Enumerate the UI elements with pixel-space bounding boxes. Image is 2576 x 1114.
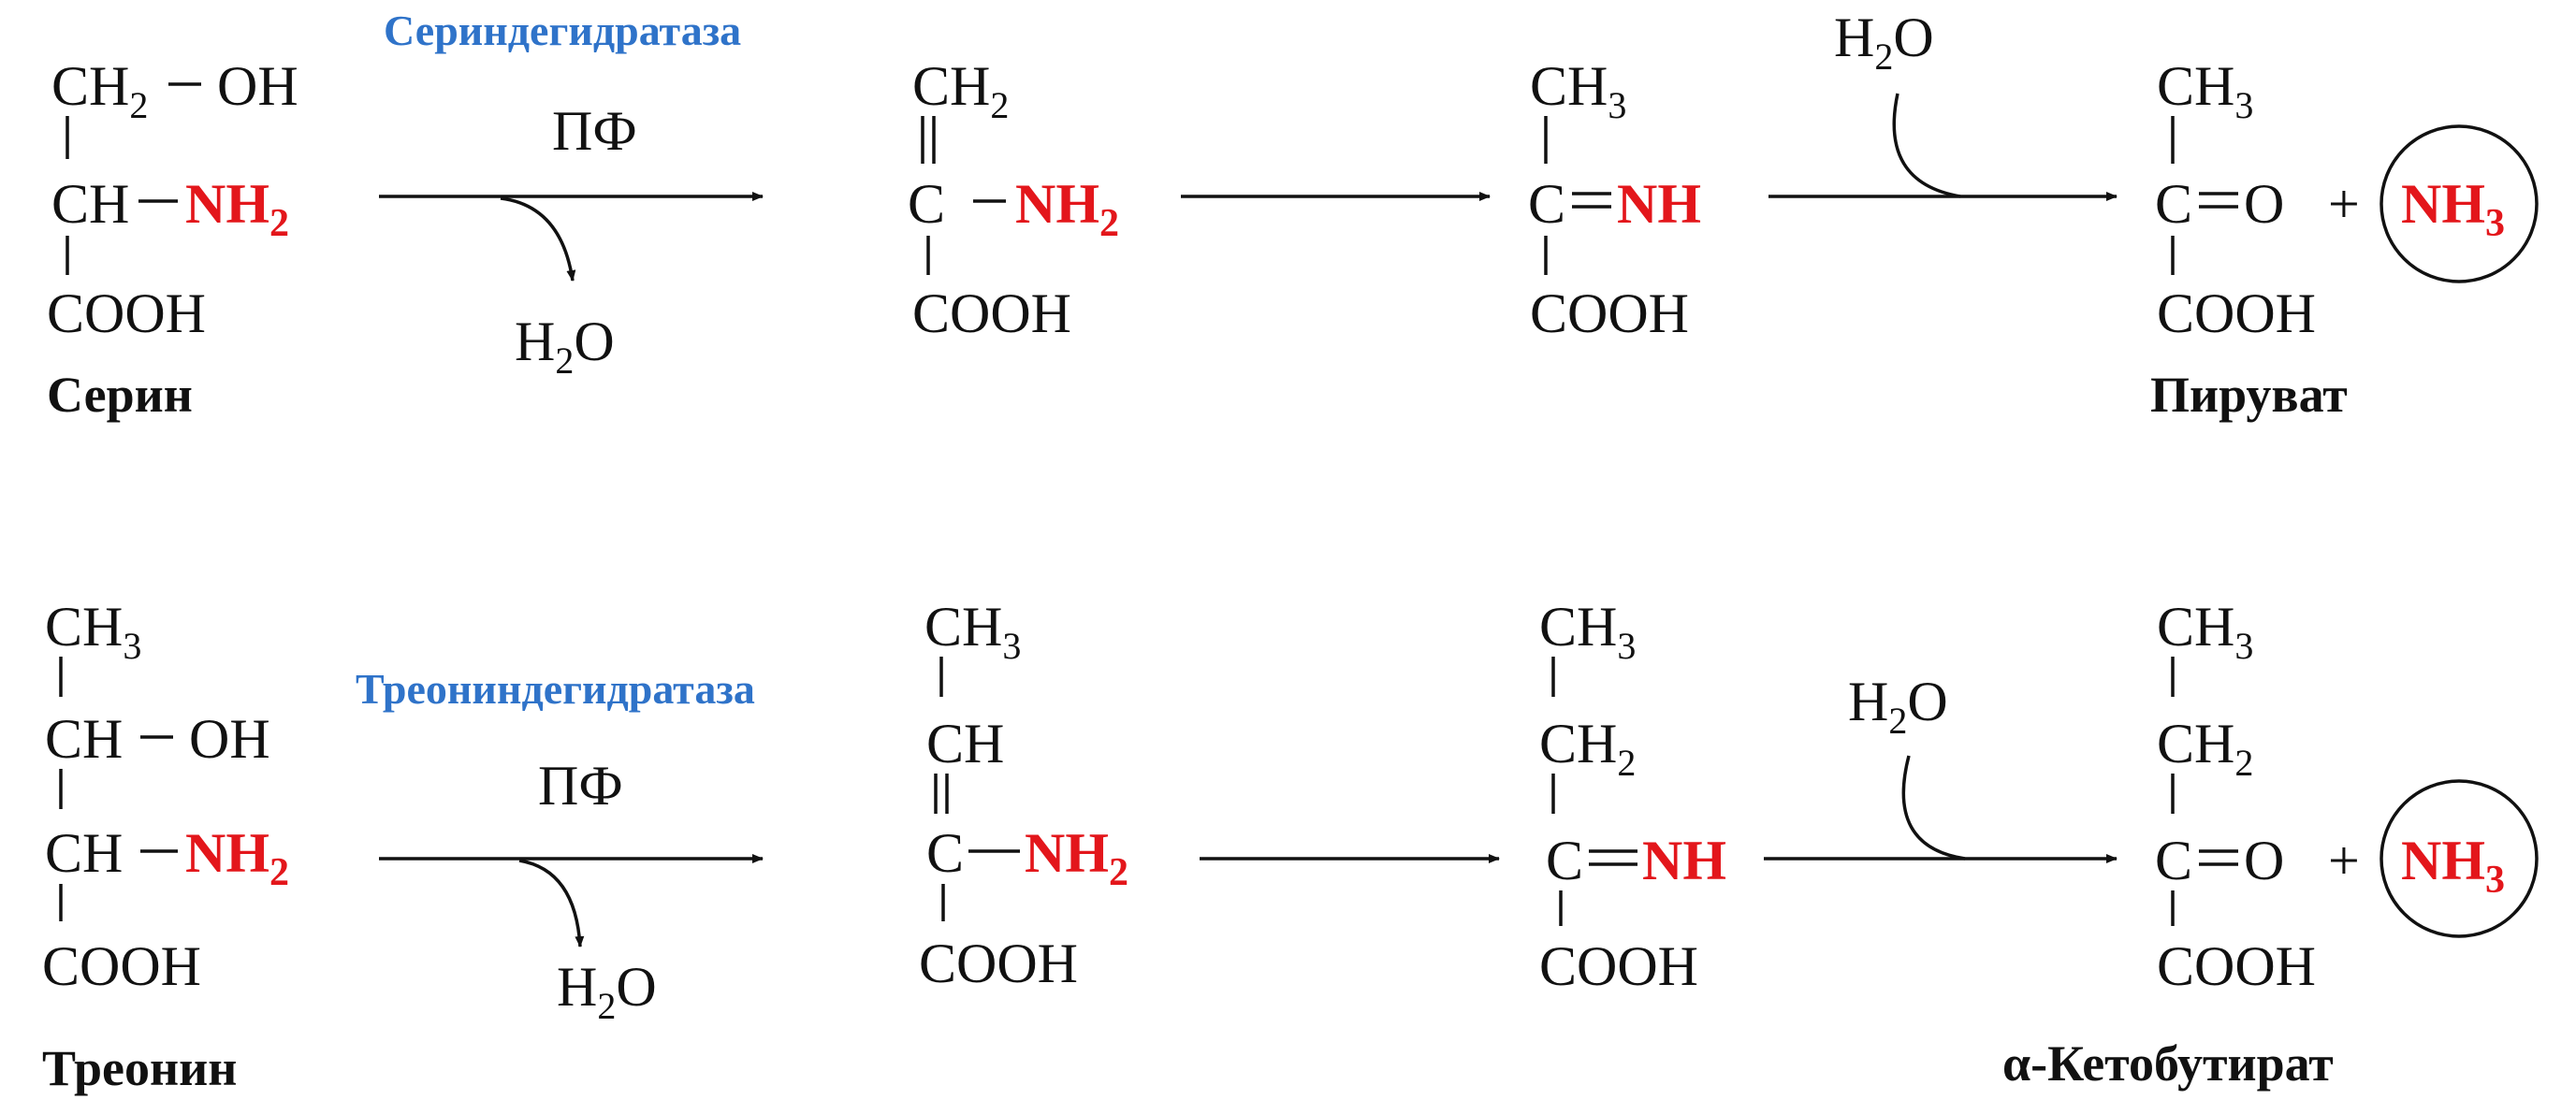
- pyruvate-cooh-group: COOH: [2157, 282, 2316, 344]
- reaction-1-step-3: H2O: [1768, 7, 2118, 201]
- ketobutyrate-c-atom: C: [2155, 830, 2192, 891]
- threonine-oh-group: OH: [189, 708, 270, 770]
- threonine-dehydratase-label: Треониндегидратаза: [356, 665, 755, 713]
- pyruvate-label: Пируват: [2150, 367, 2348, 423]
- water-added: H2O: [1834, 7, 1934, 78]
- ammonia-product: NH3: [2401, 830, 2505, 902]
- water-addition-arrow: [1892, 93, 1961, 198]
- highlight-circle: [2380, 124, 2539, 283]
- serine-dehydratase-label: Сериндегидратаза: [384, 7, 741, 54]
- aminocrotonate-ch3-group: CH3: [924, 596, 1021, 667]
- serine-structure: CH2 OH CH NH2 COOH Серин: [47, 55, 298, 423]
- threonine-ch3-group: CH3: [45, 596, 141, 667]
- aminocrotonate-c-atom: C: [926, 822, 964, 884]
- reaction-1-step-1: Сериндегидратаза ПФ H2O: [379, 7, 764, 382]
- cofactor-label: ПФ: [538, 755, 623, 817]
- ketobutyrate-ch3-group: CH3: [2157, 596, 2253, 667]
- ammonia-product: NH3: [2401, 173, 2505, 245]
- iminopyruvate-structure: CH3 C NH COOH: [1528, 55, 1701, 344]
- reaction-2-step-3: H2O: [1764, 671, 2118, 863]
- iminobutyrate-ch2-group: CH2: [1539, 713, 1636, 784]
- iminobutyrate-ch3-group: CH3: [1539, 596, 1636, 667]
- ketobutyrate-ch2-group: CH2: [2157, 713, 2253, 784]
- reaction-2-step-1: Треониндегидратаза ПФ H2O: [356, 665, 764, 1027]
- serine-ch2-group: CH2: [51, 55, 148, 126]
- threonine-label: Треонин: [42, 1040, 237, 1096]
- ketobutyrate-structure: CH3 CH2 C O + COOH α-Кетобутират: [2002, 596, 2360, 1092]
- aminoacrylate-amino-group: NH2: [1015, 173, 1119, 245]
- serine-amino-group: NH2: [185, 173, 289, 245]
- highlight-circle: [2380, 779, 2539, 938]
- aminoacrylate-structure: CH2 C NH2 COOH: [908, 55, 1119, 344]
- water-added: H2O: [1848, 671, 1948, 742]
- aminocrotonate-structure: CH3 CH C NH2 COOH: [919, 596, 1128, 994]
- cofactor-label: ПФ: [552, 100, 637, 162]
- aminoacrylate-cooh-group: COOH: [912, 282, 1071, 344]
- plus-sign: +: [2328, 173, 2360, 235]
- plus-sign: +: [2328, 830, 2360, 891]
- aminocrotonate-amino-group: NH2: [1025, 822, 1128, 894]
- iminobutyrate-cooh-group: COOH: [1539, 935, 1698, 997]
- threonine-amino-group: NH2: [185, 822, 289, 894]
- serine-oh-group: OH: [217, 55, 298, 117]
- iminopyruvate-c-atom: C: [1528, 173, 1565, 235]
- water-release-arrow: [518, 859, 585, 948]
- ammonia-circled: NH3: [2380, 779, 2539, 938]
- threonine-cooh-group: COOH: [42, 935, 201, 997]
- water-released: H2O: [557, 956, 657, 1027]
- iminobutyrate-structure: CH3 CH2 C NH COOH: [1539, 596, 1726, 997]
- ketobutyrate-cooh-group: COOH: [2157, 935, 2316, 997]
- pyruvate-structure: CH3 C O + COOH Пируват: [2150, 55, 2360, 423]
- iminopyruvate-cooh-group: COOH: [1530, 282, 1689, 344]
- iminopyruvate-imino-group: NH: [1617, 173, 1701, 235]
- pyruvate-oxygen: O: [2244, 173, 2284, 235]
- serine-label: Серин: [47, 367, 193, 423]
- ammonia-circled: NH3: [2380, 124, 2539, 283]
- aminocrotonate-cooh-group: COOH: [919, 933, 1078, 994]
- threonine-ch-group-1: CH: [45, 708, 123, 770]
- iminobutyrate-imino-group: NH: [1642, 830, 1726, 891]
- water-release-arrow: [500, 196, 576, 282]
- iminobutyrate-c-atom: C: [1546, 830, 1583, 891]
- ketobutyrate-oxygen: O: [2244, 830, 2284, 891]
- ketobutyrate-label: α-Кетобутират: [2002, 1035, 2334, 1092]
- iminopyruvate-ch3-group: CH3: [1530, 55, 1626, 126]
- water-addition-arrow: [1901, 755, 1966, 861]
- aminocrotonate-ch-group: CH: [926, 713, 1004, 774]
- serine-cooh-group: COOH: [47, 282, 206, 344]
- pyruvate-c-atom: C: [2155, 173, 2192, 235]
- threonine-ch-group-2: CH: [45, 822, 123, 884]
- aminoacrylate-ch2-group: CH2: [912, 55, 1009, 126]
- serine-ch-group: CH: [51, 173, 129, 235]
- water-released: H2O: [515, 311, 615, 382]
- threonine-structure: CH3 CH OH CH NH2 COOH Треонин: [42, 596, 289, 1096]
- aminoacrylate-c-atom: C: [908, 173, 945, 235]
- pyruvate-ch3-group: CH3: [2157, 55, 2253, 126]
